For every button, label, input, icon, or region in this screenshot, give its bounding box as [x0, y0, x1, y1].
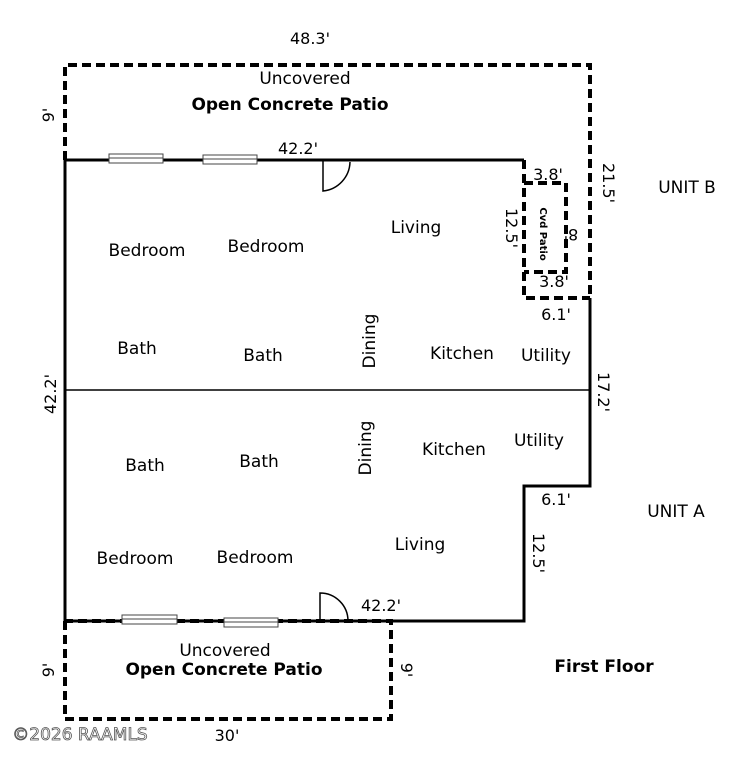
dim-cvd-bottom: 3.8': [539, 272, 569, 291]
dim-top-patio-depth: 9': [39, 108, 58, 123]
unit-b-dining: Dining: [360, 314, 380, 369]
unit-b-bedroom-1: Bedroom: [109, 241, 186, 261]
unit-b-kitchen: Kitchen: [430, 344, 494, 364]
dim-upper-wall: 42.2': [278, 139, 318, 158]
top-slider-door-1: [108, 153, 164, 164]
unit-a-living: Living: [395, 535, 446, 555]
unit-a-utility: Utility: [514, 431, 564, 451]
dim-bottom-patio-depth-right: 9': [397, 663, 416, 678]
cvd-patio-label: Cvd Patio: [537, 207, 548, 261]
unit-b-label: UNIT B: [658, 178, 716, 198]
dim-left-total: 42.2': [41, 374, 60, 414]
bottom-door-swing: [319, 592, 349, 622]
unit-a-bedroom-1: Bedroom: [97, 549, 174, 569]
dim-cvd-depth: 12.5': [502, 208, 521, 248]
unit-a-kitchen: Kitchen: [422, 440, 486, 460]
dim-top-width: 48.3': [290, 29, 330, 48]
cvd-patio-outline: [524, 181, 568, 274]
unit-a-bedroom-2: Bedroom: [217, 548, 294, 568]
dim-bottom-patio-depth-left: 9': [39, 663, 58, 678]
dim-step-lower: 6.1': [541, 490, 571, 509]
top-patio-outline: [63, 63, 592, 298]
unit-a-bath-1: Bath: [125, 456, 165, 476]
dim-cvd-side: 8': [564, 225, 579, 244]
unit-b-bath-2: Bath: [243, 346, 283, 366]
dim-cvd-top: 3.8': [533, 165, 563, 184]
unit-a-label: UNIT A: [647, 502, 705, 522]
top-slider-door-2: [202, 154, 258, 165]
bottom-patio-outline: [63, 619, 393, 721]
unit-b-bath-1: Bath: [117, 339, 157, 359]
unit-b-living: Living: [391, 218, 442, 238]
unit-b-bedroom-2: Bedroom: [228, 237, 305, 257]
unit-b-utility: Utility: [521, 346, 571, 366]
top-door-swing: [322, 160, 351, 192]
dim-bottom-width: 30': [215, 726, 240, 745]
top-patio-line1: Uncovered: [259, 69, 350, 89]
dim-lower-right: 12.5': [529, 533, 548, 573]
bottom-patio-line2: Open Concrete Patio: [125, 660, 322, 680]
bottom-slider-door-2: [223, 617, 279, 628]
unit-a-dining: Dining: [356, 421, 376, 476]
bottom-slider-door-1: [121, 614, 178, 625]
dim-right-mid: 17.2': [594, 372, 613, 412]
top-patio-line2: Open Concrete Patio: [191, 95, 388, 115]
bottom-patio-line1: Uncovered: [179, 641, 270, 661]
dim-step-upper: 6.1': [541, 305, 571, 324]
unit-a-bath-2: Bath: [239, 452, 279, 472]
floor-label: First Floor: [554, 657, 654, 677]
right-patio-edge: [522, 160, 590, 300]
copyright-watermark: ©2026 RAAMLS: [12, 725, 147, 745]
dim-lower-wall: 42.2': [361, 596, 401, 615]
dim-right-total: 21.5': [599, 163, 618, 203]
